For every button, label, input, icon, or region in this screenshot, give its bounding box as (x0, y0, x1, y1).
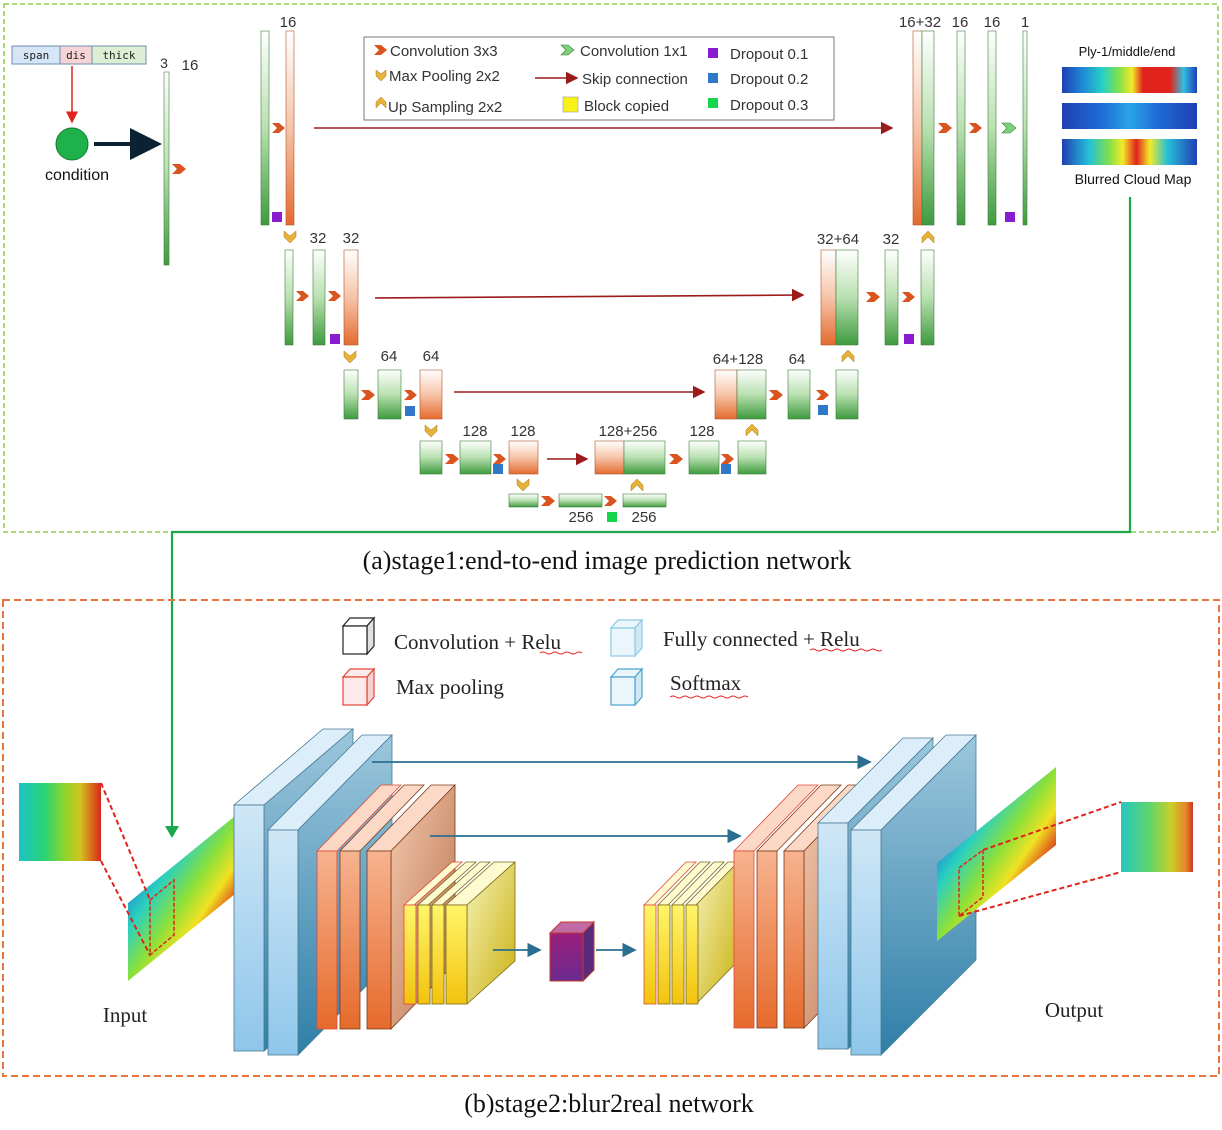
stage2-frame (2, 599, 1220, 1077)
input-span-label: span (23, 49, 50, 62)
encoder-conv-block-1 (339, 784, 425, 1030)
input-slab (128, 807, 246, 981)
output-slab (937, 767, 1056, 941)
legend-dropout01: Dropout 0.1 (730, 46, 808, 63)
cloud-map-middle (1062, 103, 1197, 129)
encoder-level-2: 32 32 (284, 230, 360, 364)
decoder-level-2: 32+64 32 (817, 230, 935, 346)
legend-cube-softmax (609, 667, 644, 707)
label-64-enc3a: 64 (381, 348, 398, 365)
cloud-map-ply1 (1062, 67, 1197, 93)
maxpool-marker (283, 230, 297, 244)
condition-label: condition (45, 167, 109, 184)
label-16-first: 16 (182, 57, 199, 74)
stage2-caption: (b)stage2:blur2real network (464, 1089, 754, 1118)
blurred-cloud-maps: Ply-1/middle/end Blurred Cloud Map (1062, 44, 1197, 187)
input-feature-bar (163, 71, 170, 266)
legend-skip: Skip connection (582, 71, 688, 88)
decoder-level-4: 128+256 128 (594, 423, 767, 475)
decoder-yellow-blocks (643, 861, 739, 1005)
label-128-dec4: 128 (689, 423, 714, 440)
bottleneck: 256 256 (508, 478, 667, 526)
input-thick-label: thick (102, 49, 135, 62)
encoder-level-3: 64 64 (343, 348, 443, 438)
legend-cube-conv (341, 616, 376, 656)
label-64-enc3b: 64 (423, 348, 440, 365)
legend-softmax: Softmax (670, 671, 742, 695)
label-32-64: 32+64 (817, 231, 859, 248)
label-128-enc4a: 128 (462, 423, 487, 440)
decoder-level-3: 64+128 64 (713, 349, 859, 420)
legend-dropout03: Dropout 0.3 (730, 97, 808, 114)
output-label: Output (1045, 998, 1104, 1022)
label-64-128: 64+128 (713, 351, 763, 368)
decoder-level-1: 16+32 16 16 1 (899, 14, 1029, 226)
condition-inputs: span dis thick condition (11, 45, 162, 184)
conv-arrow-0 (172, 164, 186, 174)
label-1: 1 (1021, 14, 1029, 31)
dropout-marker (272, 212, 282, 222)
encoder-level-1: 16 (260, 14, 297, 244)
legend-conv-relu: Convolution + Relu (394, 630, 562, 654)
stage1-legend: Convolution 3x3 Max Pooling 2x2 Up Sampl… (363, 36, 835, 121)
legend-fc-relu: Fully connected + Relu (663, 627, 860, 651)
condition-node (55, 127, 89, 161)
encoder-level-4: 128 128 (419, 423, 539, 492)
output-title: Ply-1/middle/end (1079, 44, 1176, 59)
stage-link (170, 197, 1132, 830)
bottleneck-cube (548, 920, 596, 983)
label-256-b: 256 (631, 509, 656, 526)
legend-upsample: Up Sampling 2x2 (388, 99, 502, 116)
cloud-map-end (1062, 139, 1197, 165)
decoder-fc-block-2 (850, 734, 977, 1056)
input-image: Input (19, 782, 246, 1027)
legend-conv1x1: Convolution 1x1 (580, 43, 688, 60)
encoder-maxpool-block-1 (316, 784, 402, 1030)
label-3: 3 (160, 55, 168, 71)
label-16-32: 16+32 (899, 14, 941, 31)
stage2-legend: Convolution + Relu Fully connected + Rel… (341, 616, 883, 707)
input-label: Input (103, 1003, 147, 1027)
stage1-caption: (a)stage1:end-to-end image prediction ne… (363, 546, 852, 575)
input-zoom-map (19, 783, 101, 861)
output-zoom-map (1121, 802, 1193, 872)
label-64-dec3: 64 (789, 351, 806, 368)
legend-cube-maxpool (341, 667, 376, 707)
label-256-a: 256 (568, 509, 593, 526)
label-16-dec1b: 16 (984, 14, 1001, 31)
legend-maxpool-2: Max pooling (396, 675, 504, 699)
skip-connection-2 (374, 288, 805, 302)
label-16-dec1a: 16 (952, 14, 969, 31)
legend-dropout02: Dropout 0.2 (730, 71, 808, 88)
output-image: Output (937, 767, 1193, 1022)
legend-maxpool: Max Pooling 2x2 (389, 68, 500, 85)
legend-cube-fc (609, 618, 644, 658)
label-32-enc2a: 32 (310, 230, 327, 247)
legend-copied: Block copied (584, 98, 669, 115)
encoder-yellow-blocks (402, 861, 517, 1005)
output-caption: Blurred Cloud Map (1075, 171, 1192, 187)
label-16-enc1: 16 (280, 14, 297, 31)
legend-conv3x3: Convolution 3x3 (390, 43, 498, 60)
label-32-dec2: 32 (883, 231, 900, 248)
label-128-enc4b: 128 (510, 423, 535, 440)
label-32-enc2b: 32 (343, 230, 360, 247)
label-128-256: 128+256 (599, 423, 658, 440)
input-dis-label: dis (66, 49, 86, 62)
